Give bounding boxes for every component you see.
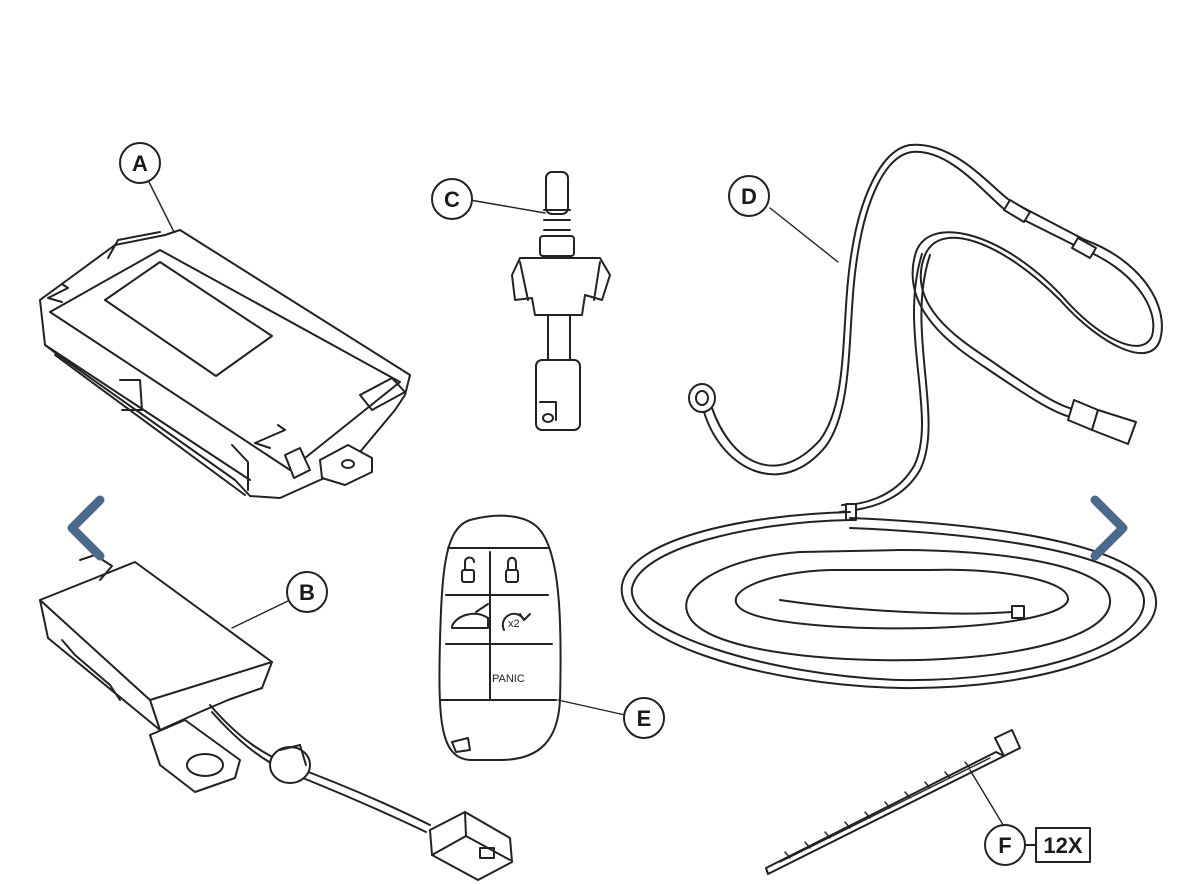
callout-f: F [984,824,1026,866]
part-a-control-module [39,179,411,499]
part-e-key-fob: x2 PANIC [438,514,626,761]
callout-b: B [286,571,328,613]
part-b-module-with-pigtail [39,554,513,881]
callout-e: E [623,697,665,739]
part-f-cable-tie [765,729,1021,875]
panic-label: PANIC [492,673,525,685]
callout-e-label: E [637,706,652,731]
callout-a-label: A [132,151,148,176]
previous-button[interactable] [55,485,115,575]
part-c-pin-assembly [469,171,611,431]
part-d-antenna-cable [620,143,1163,690]
unlock-icon [461,556,475,583]
chevron-left-icon [67,495,105,561]
callout-d-label: D [741,184,757,209]
callout-a: A [119,142,161,184]
remote-start-label: x2 [508,618,520,630]
quantity-box: 12X [1024,827,1091,863]
callout-b-label: B [299,580,315,605]
callout-c-label: C [444,187,460,212]
callout-d: D [728,175,770,217]
quantity-label: 12X [1043,833,1082,858]
trunk-icon [451,603,489,629]
callout-f-label: F [998,833,1011,858]
next-button[interactable] [1080,485,1140,575]
lock-icon [505,556,519,583]
callout-c: C [431,178,473,220]
remote-start-icon: x2 [501,612,531,631]
chevron-right-icon [1090,495,1128,561]
